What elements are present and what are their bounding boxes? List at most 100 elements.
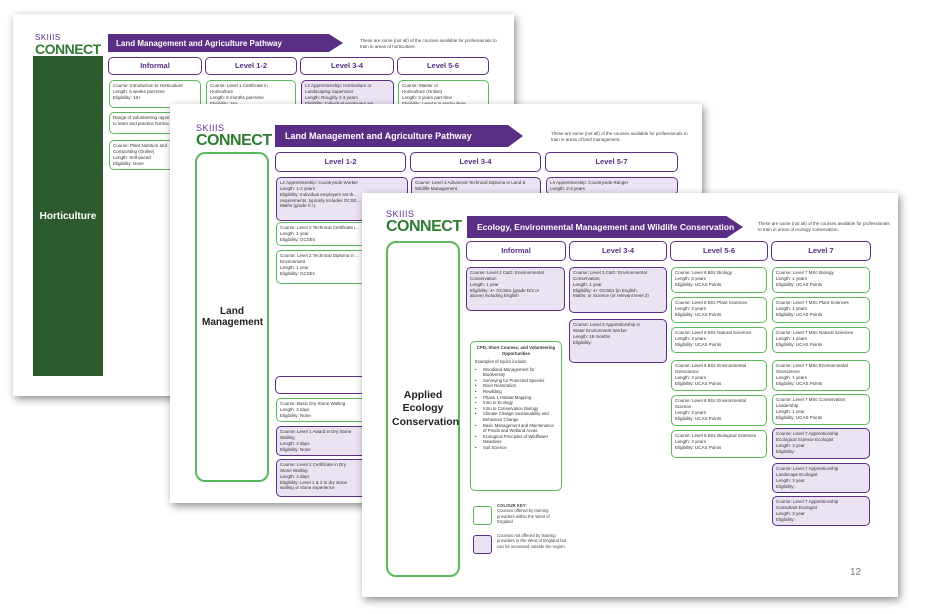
sidebar-label: Land Management xyxy=(202,306,264,328)
skills-connect-logo: SKIIIS CONNECT xyxy=(196,124,272,149)
header-level-5-6: Level 5-6 xyxy=(397,57,489,75)
course-card[interactable]: Course: Level 6 BSc Plant Sciences Lengt… xyxy=(671,297,767,323)
card-line: Eligibility: Level 6 in Horticulture xyxy=(402,101,485,107)
course-card[interactable]: L2 Apprenticeship: Horticulture or Lands… xyxy=(301,80,394,108)
card-line: Length: 1 year xyxy=(470,281,499,287)
course-card[interactable]: Course: Introduction to Horticulture Len… xyxy=(109,80,201,108)
card-line: Eligibility: None xyxy=(280,412,311,418)
list-item: Woodland Management for Biodiversity xyxy=(475,367,557,378)
card-line: Eligibility: UCAS Points xyxy=(675,341,722,347)
course-card[interactable]: Course: Level 7 MSc Plant Sciences Lengt… xyxy=(772,297,870,323)
card-line: L4 Apprenticeship: Countryside Ranger xyxy=(550,180,629,185)
card-line: Eligibility: UCAS Points xyxy=(675,415,722,421)
card-line: Eligibility: None xyxy=(280,446,311,452)
card-line: Length: 3 years xyxy=(675,335,707,341)
course-card[interactable]: Course: Level 7 Apprenticeship Landscape… xyxy=(772,463,870,493)
slide-note: These are some (not all) of the courses … xyxy=(360,38,497,49)
card-line: Length: Self-paced xyxy=(113,154,151,160)
course-card[interactable]: Course: Level 6 BSc Environmental Geosci… xyxy=(671,360,767,391)
card-line: Course: Plant Nutrition and xyxy=(113,143,168,148)
list-item: Climate Change Sustainability and Behavi… xyxy=(475,411,557,422)
card-line: Landscape Ecologist xyxy=(776,471,818,477)
card-line: Course: Level 7 MSc Environmental xyxy=(776,363,848,368)
course-card[interactable]: Course: Level 3 Apprenticeship in Water … xyxy=(569,319,667,363)
sidebar-horticulture: Horticulture xyxy=(33,56,103,376)
course-card[interactable]: Course: Level 7 MSc Biology Length: 1 ye… xyxy=(772,267,870,293)
course-card[interactable]: Course: Level 7 MSc Environmental Geosci… xyxy=(772,360,870,391)
course-card[interactable]: Course: Level 7 MSc Conservation Leaders… xyxy=(772,394,870,425)
course-card[interactable]: L4 Apprenticeship: Countryside Ranger Le… xyxy=(546,177,678,195)
card-line: Consultant Ecologist xyxy=(776,504,818,510)
cpd-title: CPD, Short Courses, and Volunteering Opp… xyxy=(476,345,556,356)
card-line: Length: 4 days xyxy=(280,440,310,446)
card-line: Length: 1 years xyxy=(776,374,808,380)
card-line: Length: 1 years xyxy=(776,275,808,281)
card-line: Course: Level 6 BSc Plant Sciences xyxy=(675,300,748,305)
header-level-3-4: Level 3-4 xyxy=(300,57,394,75)
skills-connect-logo: SKIIIS CONNECT xyxy=(35,34,101,57)
card-line: Length: 1 year xyxy=(280,230,309,236)
slide-applied-ecology[interactable]: SKIIIS CONNECT Ecology, Environmental Ma… xyxy=(362,193,898,597)
card-line: Length: 1 year xyxy=(573,281,602,287)
card-line: Science xyxy=(675,403,692,409)
course-card[interactable]: Course: Level 6 BSc Biological Sciences … xyxy=(671,430,767,458)
logo-connect-text: CONNECT xyxy=(196,132,272,149)
list-item: Basic Management and Maintenance of Pond… xyxy=(475,423,557,434)
card-line: Length: 1-2 years xyxy=(280,185,316,191)
card-line: Course: Level 1 Certificate in xyxy=(210,83,268,88)
card-line: Eligibility: UCAS Points xyxy=(675,311,722,317)
card-line: Maths (grade C+). xyxy=(280,203,317,209)
sidebar-applied-ecology: Applied Ecology Conservation xyxy=(386,241,460,577)
card-line: Length: 3 year xyxy=(776,442,805,448)
card-line: Course: Level 2 Technical Diploma in ... xyxy=(280,253,359,258)
card-line: Leadership xyxy=(776,402,799,408)
list-item: Soil Science xyxy=(475,445,557,451)
card-line: Course: Level 7 Apprenticeship xyxy=(776,499,839,504)
card-line: Length: 3 years xyxy=(675,275,707,281)
course-card[interactable]: Course: Level 3 C&G: Environmental Conse… xyxy=(569,267,667,313)
course-card[interactable]: Course: Level 7 Apprenticeship Ecologica… xyxy=(772,428,870,459)
list-item: Ecological Principles of Wildflower Mead… xyxy=(475,434,557,445)
card-line: Eligibility: UCAS Points xyxy=(675,281,722,287)
course-card[interactable]: Course: Level 7 MSc Natural Sciences Len… xyxy=(772,327,870,353)
cpd-intro: Examples of topics include: xyxy=(475,359,528,365)
list-item: Intro to Ecology xyxy=(475,400,557,406)
card-line: Conservation xyxy=(573,275,600,281)
header-level-5-6: Level 5-6 xyxy=(670,241,768,261)
card-line: Length: 6 weeks part-time xyxy=(113,88,165,94)
header-level-3-4: Level 3-4 xyxy=(569,241,667,261)
card-line: Eligibility: xyxy=(573,339,592,345)
card-line: Environment xyxy=(280,258,306,264)
course-card[interactable]: Course: Level 2 C&G: Environmental Conse… xyxy=(466,267,565,311)
card-line: Eligibility: UCAS Points xyxy=(776,380,823,386)
header-level-1-2: Level 1-2 xyxy=(275,152,406,172)
cpd-opportunities-card[interactable]: CPD, Short Courses, and Volunteering Opp… xyxy=(470,341,562,491)
card-line: walling or stone experience xyxy=(280,485,335,491)
course-card[interactable]: Course: Level 6 BSc Environmental Scienc… xyxy=(671,395,767,426)
card-line: Course: Level 3 Apprenticeship in xyxy=(573,322,641,327)
card-line: Geoscience xyxy=(675,368,699,374)
course-card[interactable]: Course: Level 7 Apprenticeship Consultan… xyxy=(772,496,870,526)
card-line: Eligibility: UCAS Points xyxy=(776,311,823,317)
card-line: Length: 1 year xyxy=(280,264,309,270)
card-line: Course: Level 3 C&G: Environmental xyxy=(573,270,647,275)
card-line: Course: Level 6 BSc Biological Sciences xyxy=(675,433,757,438)
slide-note: These are some (not all) of the courses … xyxy=(551,131,688,142)
course-card[interactable]: Course: Level 6 BSc Natural Sciences Len… xyxy=(671,327,767,353)
pathway-banner: Land Management and Agriculture Pathway xyxy=(275,125,523,147)
card-line: Walling xyxy=(280,434,295,440)
course-card[interactable]: Course: Level 6 BSc Biology Length: 3 ye… xyxy=(671,267,767,293)
card-line: Ecological Science Ecologist xyxy=(776,436,834,442)
card-line: Eligibility: Level 1 & 2 in dry stone xyxy=(280,479,348,485)
card-line: Course: Level 6 BSc Biology xyxy=(675,270,733,275)
card-line: Course: Level 2 C&G: Environmental xyxy=(470,270,544,275)
card-line: L2 Apprenticeship: Horticulture or xyxy=(305,83,372,88)
card-line: Course: Level 7 Apprenticeship xyxy=(776,431,839,436)
list-item: River Restoration xyxy=(475,383,557,389)
card-line: Length: 3 year xyxy=(776,477,805,483)
key-green-swatch xyxy=(473,506,492,525)
card-line: Eligibility: 18+ xyxy=(113,94,141,100)
card-line: Eligibility: UCAS Points xyxy=(776,341,823,347)
card-line: Wildlife Management xyxy=(415,185,458,191)
card-line: Eligibility: xyxy=(776,483,795,489)
